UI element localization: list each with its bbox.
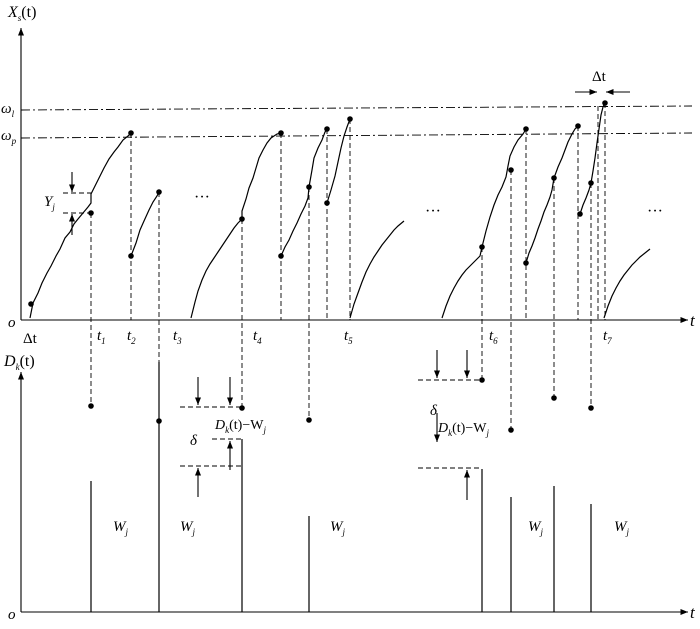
lower-points: [88, 377, 594, 433]
dk-annotation-b: [418, 350, 482, 500]
bar-label-4: Wj: [528, 519, 544, 537]
trajectory-5: [326, 118, 351, 204]
threshold-label-l: ωl: [1, 101, 15, 119]
dk-annotation-a: [180, 377, 242, 497]
upper-dashed-drops: [130, 103, 606, 320]
cross-panel-dashed-drops: [90, 170, 592, 430]
delta-label-b: δ: [430, 403, 438, 419]
bar-label-5: Wj: [614, 519, 630, 537]
trajectory-11: [603, 248, 651, 319]
trajectory-9: [553, 125, 579, 179]
upper-x-label: t: [690, 311, 696, 330]
time-label-5: t5: [344, 328, 353, 346]
trajectory-8: [525, 177, 555, 264]
ellipsis-2: ···: [425, 203, 441, 220]
inspection-bars: [90, 362, 592, 612]
ellipsis-1: ···: [194, 189, 210, 206]
trajectory-3: [190, 132, 282, 319]
trajectory-6: [349, 220, 405, 319]
dk-minus-w-label-b: Dk(t)−Wj: [437, 421, 489, 438]
trajectory-10: [579, 102, 606, 215]
bar-label-3: Wj: [330, 519, 346, 537]
lower-x-label: t: [690, 603, 696, 622]
bar-label-2: Wj: [180, 519, 196, 537]
bar-label-1: Wj: [113, 519, 129, 537]
upper-origin: o: [8, 315, 16, 331]
delta-label-a: δ: [190, 433, 198, 449]
dk-minus-w-label-a: Dk(t)−Wj: [214, 418, 266, 435]
trajectory-7: [441, 128, 527, 319]
upper-y-label: Xs(t): [7, 4, 36, 23]
time-label-4: t4: [253, 328, 262, 346]
trajectory-2: [130, 191, 160, 257]
trajectory-1: [29, 132, 132, 319]
threshold-line-p: [20, 132, 693, 139]
time-label-3: t3: [173, 328, 182, 346]
time-label-1: t1: [97, 328, 106, 346]
delta-t-bottom-label: Δt: [23, 331, 38, 347]
lower-y-label: Dk(t): [3, 353, 35, 372]
time-label-6: t6: [489, 328, 498, 346]
jump-annotation: [63, 172, 91, 235]
upper-points: [28, 100, 608, 307]
time-label-2: t2: [127, 328, 136, 346]
time-label-7: t7: [603, 328, 612, 346]
degradation-trajectories: [29, 102, 651, 319]
jump-label: Yj: [44, 194, 55, 212]
ellipsis-3: ···: [647, 203, 663, 220]
trajectory-4: [280, 128, 328, 257]
lower-origin: o: [8, 607, 16, 623]
threshold-label-p: ωp: [1, 128, 17, 146]
delta-t-top-label: Δt: [592, 69, 607, 85]
time-labels: t1 t2 t3 t4 t5 t6 t7: [97, 328, 612, 346]
threshold-line-l: [20, 105, 693, 111]
bar-labels: Wj Wj Wj Wj Wj: [113, 519, 630, 537]
